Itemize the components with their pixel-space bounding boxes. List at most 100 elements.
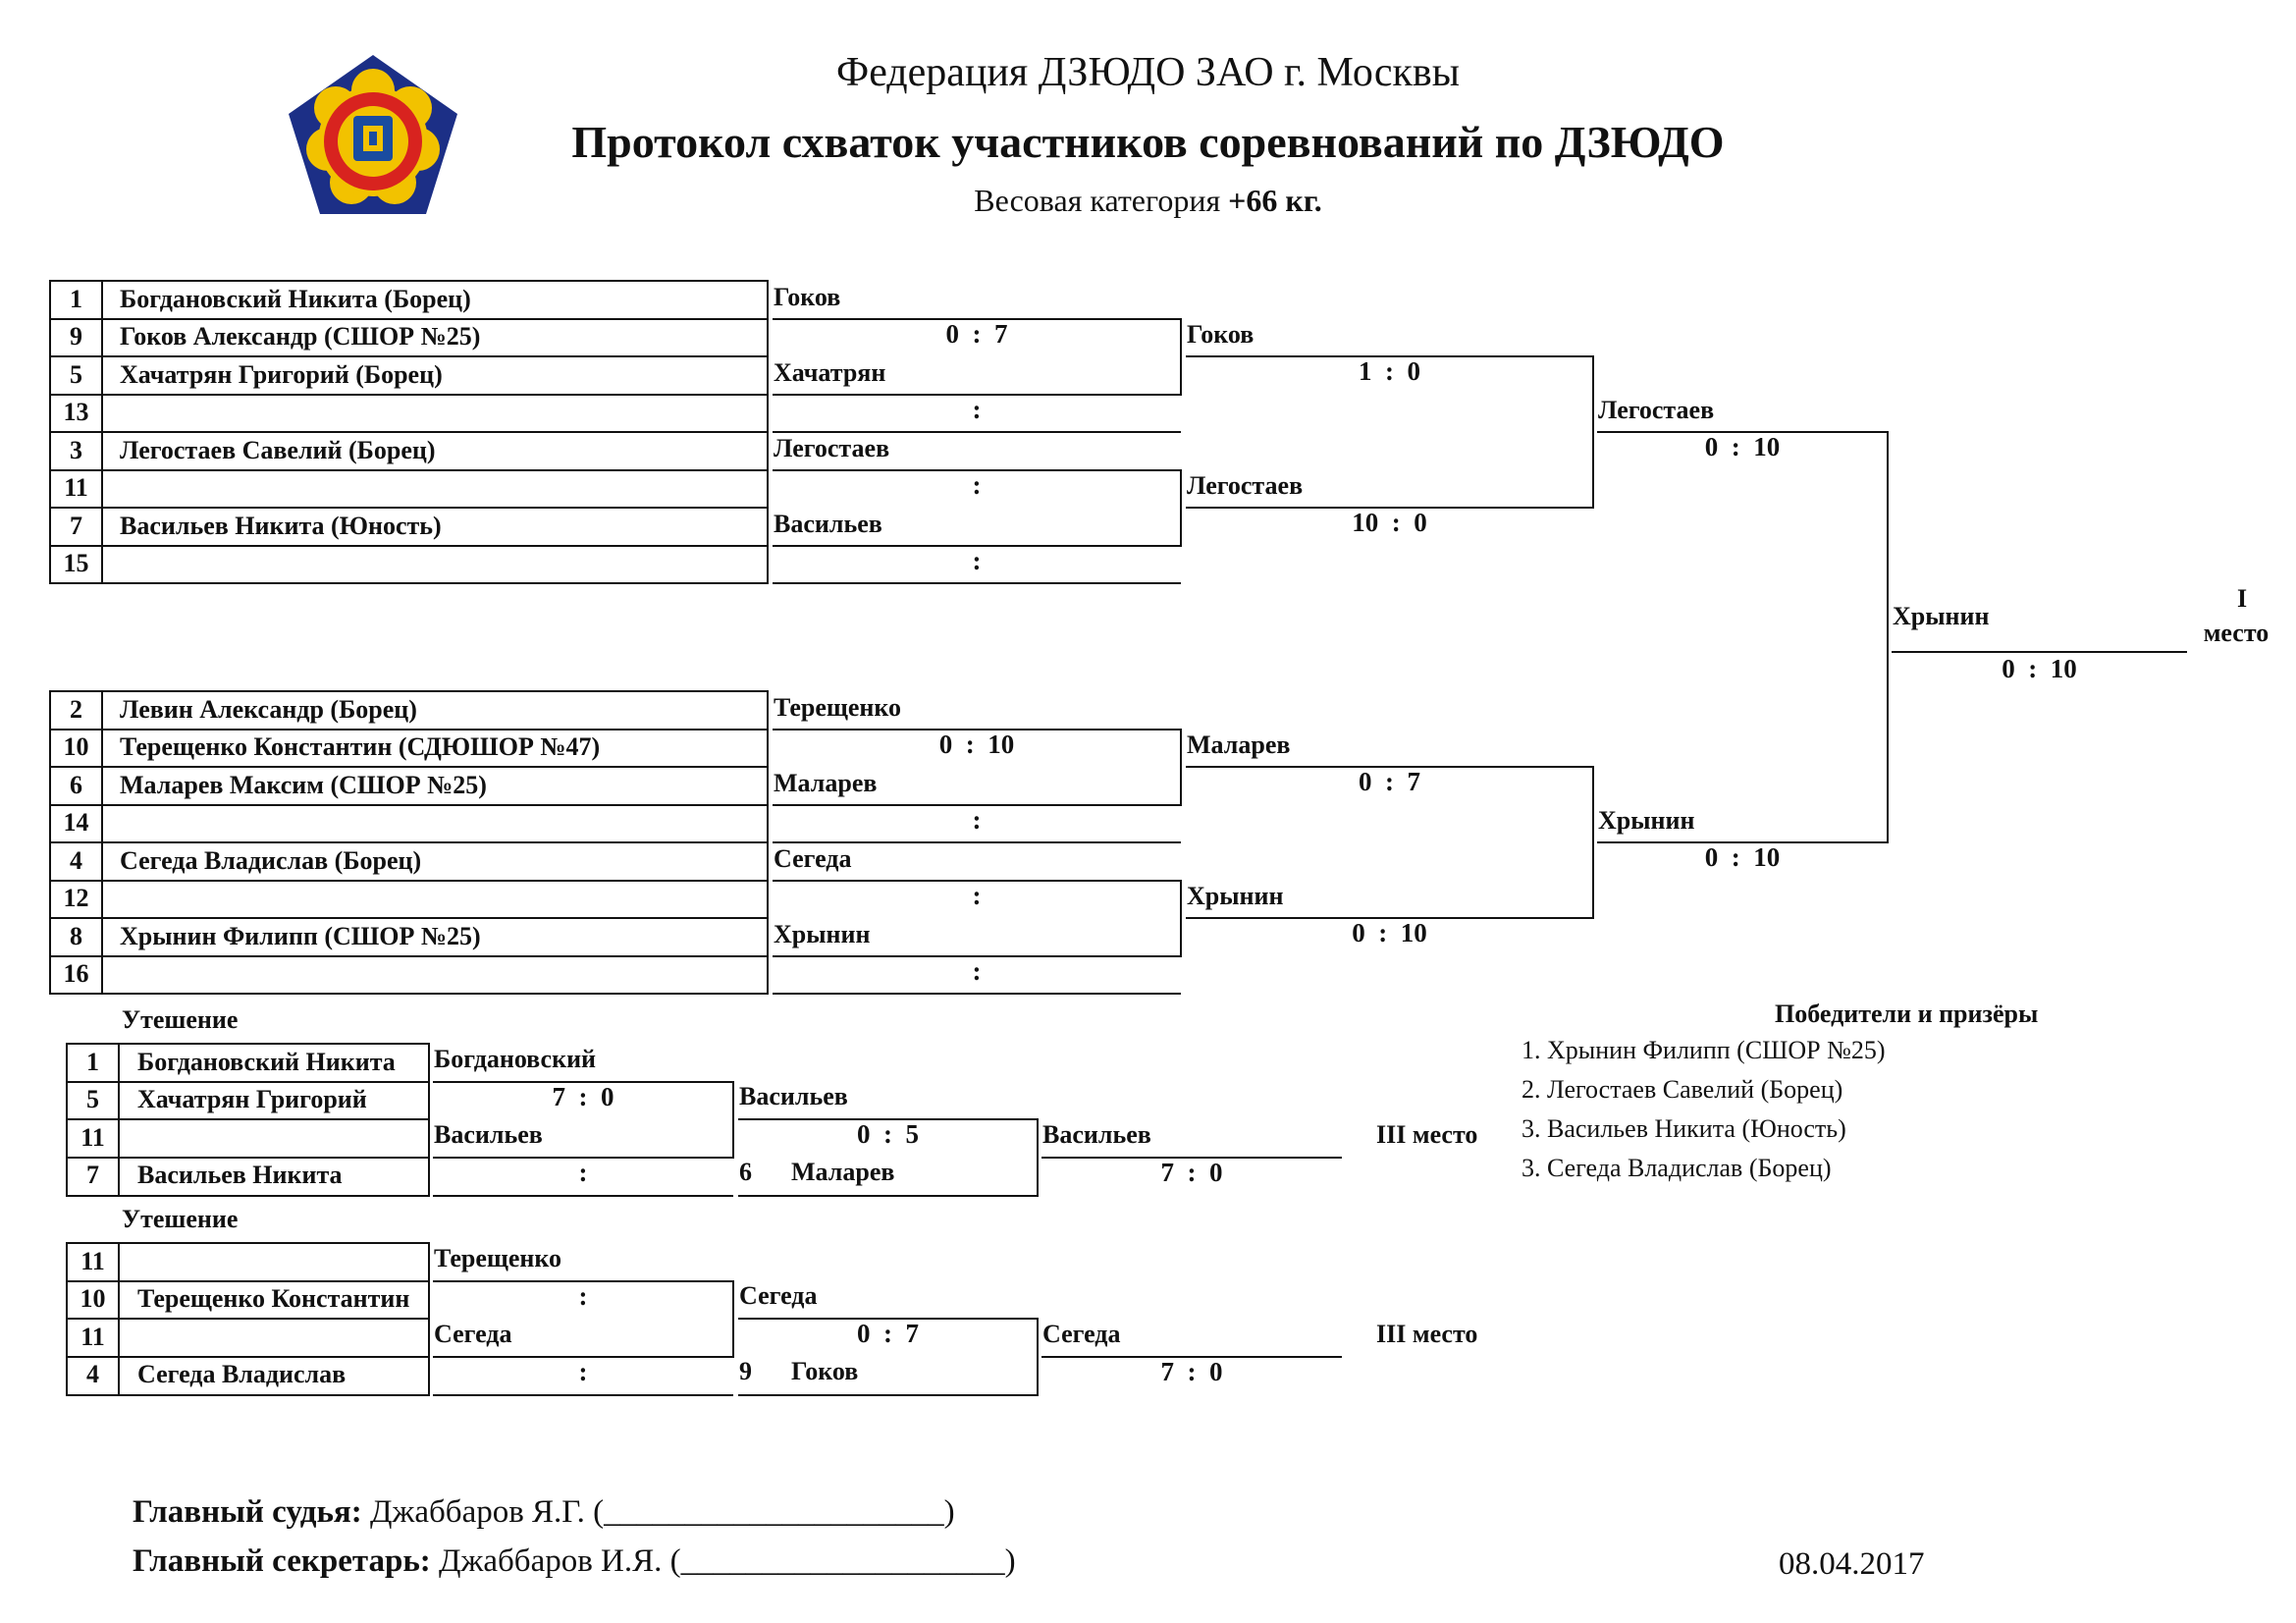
pool-b-r1-score-2: : <box>972 805 982 835</box>
cons-a-r1-winner-1: Богдановский <box>434 1045 597 1073</box>
pool-a-name-1: Богдановский Никита (Борец) <box>120 285 471 313</box>
cons-a-name-1: Богдановский Никита <box>137 1048 396 1076</box>
pool-a-r3-score: 0 : 10 <box>1704 432 1781 461</box>
consolation-a-title: Утешение <box>122 1005 239 1034</box>
pool-a-r1-score-1: 0 : 7 <box>945 319 1008 349</box>
pool-a-r1-score-2: : <box>972 395 982 424</box>
weight-label: Весовая категория <box>974 183 1221 218</box>
chief-secretary-line: Главный секретарь: Джаббаров И.Я. (_____… <box>133 1543 1016 1580</box>
pool-b-r1-score-1: 0 : 10 <box>938 730 1015 759</box>
cons-a-r3-winner: Васильев <box>1042 1120 1151 1149</box>
cons-b-third-place: III место <box>1376 1320 1478 1348</box>
weight-category: Весовая категория +66 кг. <box>0 183 2296 219</box>
pool-a-r2-score-2: 10 : 0 <box>1352 508 1427 537</box>
protocol-date: 08.04.2017 <box>1779 1546 1925 1582</box>
cons-a-r1-winner-2: Васильев <box>434 1120 543 1149</box>
first-place-label: место <box>2203 619 2269 647</box>
winners-title: Победители и призёры <box>1775 1000 2039 1028</box>
cons-b-r3-winner: Сегеда <box>1042 1320 1121 1348</box>
pool-b-name-3: Маларев Максим (СШОР №25) <box>120 771 487 799</box>
winner-3a: 3. Васильев Никита (Юность) <box>1522 1114 1846 1143</box>
pool-a-num-8: 15 <box>63 549 89 577</box>
cons-b-r2-winner: Сегеда <box>739 1281 818 1310</box>
cons-a-r2-score: 0 : 5 <box>857 1119 919 1149</box>
pool-b-r2-winner-1: Маларев <box>1187 730 1291 759</box>
cons-b-r1-score-1: : <box>578 1281 588 1311</box>
pool-b-name-5: Сегеда Владислав (Борец) <box>120 846 422 875</box>
pool-a-r1-winner-2: Хачатрян <box>774 358 886 387</box>
final-winner: Хрынин <box>1893 602 1990 630</box>
pool-b-num-4: 14 <box>63 808 89 837</box>
pool-a-num-3: 5 <box>70 360 82 389</box>
cons-a-r1-score-2: : <box>578 1158 588 1187</box>
weight-value: +66 кг. <box>1228 183 1322 218</box>
cons-a-name-2: Хачатрян Григорий <box>137 1085 367 1113</box>
pool-a-name-2: Гоков Александр (СШОР №25) <box>120 322 481 351</box>
pool-a-r2-winner-1: Гоков <box>1187 320 1255 349</box>
cons-a-num-2: 5 <box>86 1085 99 1113</box>
pool-b-name-7: Хрынин Филипп (СШОР №25) <box>120 922 481 950</box>
winner-1: 1. Хрынин Филипп (СШОР №25) <box>1522 1036 1886 1064</box>
cons-b-r2-score: 0 : 7 <box>857 1319 919 1348</box>
pool-a-num-7: 7 <box>70 512 82 540</box>
cons-b-r3-score: 7 : 0 <box>1160 1357 1223 1386</box>
cons-a-third-place: III место <box>1376 1120 1478 1149</box>
pool-a-r1-winner-1: Гоков <box>774 283 841 311</box>
chief-judge-line: Главный судья: Джаббаров Я.Г. (_________… <box>133 1494 955 1531</box>
chief-secretary-label: Главный секретарь: <box>133 1543 431 1579</box>
cons-a-opponent-num: 6 <box>739 1158 752 1186</box>
cons-a-r2-winner: Васильев <box>739 1082 848 1110</box>
cons-b-r1-score-2: : <box>578 1357 588 1386</box>
cons-a-num-1: 1 <box>86 1048 99 1076</box>
winner-2: 2. Легостаев Савелий (Борец) <box>1522 1075 1843 1104</box>
pool-a-r1-score-3: : <box>972 470 982 500</box>
cons-b-num-1: 11 <box>80 1247 105 1275</box>
cons-a-opponent-name: Маларев <box>791 1158 895 1186</box>
chief-judge-name: Джаббаров Я.Г. (_____________________) <box>370 1494 955 1530</box>
final-score: 0 : 10 <box>2002 654 2077 683</box>
cons-b-num-3: 11 <box>80 1323 105 1351</box>
cons-b-num-4: 4 <box>86 1360 99 1388</box>
cons-a-name-4: Васильев Никита <box>137 1161 343 1189</box>
pool-a-num-5: 3 <box>70 436 82 464</box>
pool-a-name-7: Васильев Никита (Юность) <box>120 512 442 540</box>
cons-b-name-2: Терещенко Константин <box>137 1284 410 1313</box>
cons-a-r3-score: 7 : 0 <box>1160 1158 1223 1187</box>
cons-b-opponent-name: Гоков <box>791 1357 859 1385</box>
cons-b-name-4: Сегеда Владислав <box>137 1360 347 1388</box>
chief-secretary-name: Джаббаров И.Я. (____________________) <box>439 1543 1016 1579</box>
pool-a-r2-score-1: 1 : 0 <box>1359 356 1420 386</box>
pool-b-num-1: 2 <box>70 695 82 724</box>
cons-a-num-4: 7 <box>86 1161 99 1189</box>
pool-b-r1-winner-3: Сегеда <box>774 844 852 873</box>
pool-b-num-6: 12 <box>63 884 89 912</box>
pool-b-r1-winner-2: Маларев <box>774 769 878 797</box>
consolation-b-title: Утешение <box>122 1205 239 1233</box>
pool-b-r1-winner-1: Терещенко <box>774 693 901 722</box>
winner-3b: 3. Сегеда Владислав (Борец) <box>1522 1154 1832 1182</box>
pool-b-name-2: Терещенко Константин (СДЮШОР №47) <box>120 732 601 761</box>
pool-a-num-2: 9 <box>70 322 82 351</box>
pool-a-r1-winner-4: Васильев <box>774 510 882 538</box>
pool-b-r3-score: 0 : 10 <box>1704 842 1781 872</box>
cons-b-num-2: 10 <box>80 1284 106 1313</box>
pool-b-num-8: 16 <box>63 959 89 988</box>
chief-judge-label: Главный судья: <box>133 1494 362 1530</box>
pool-a-name-5: Легостаев Савелий (Борец) <box>120 436 436 464</box>
pool-b-num-3: 6 <box>70 771 82 799</box>
cons-b-opponent-num: 9 <box>739 1357 752 1385</box>
cons-a-num-3: 11 <box>80 1123 105 1152</box>
federation-emblem-icon <box>285 51 461 218</box>
first-place-label-numeral: I <box>2236 584 2248 613</box>
cons-b-r1-winner-2: Сегеда <box>434 1320 512 1348</box>
pool-a-r1-winner-3: Легостаев <box>774 434 890 462</box>
pool-b-r1-winner-4: Хрынин <box>774 920 871 948</box>
pool-a-r1-score-4: : <box>972 546 982 575</box>
pool-b-num-2: 10 <box>63 732 89 761</box>
pool-a-name-3: Хачатрян Григорий (Борец) <box>120 360 443 389</box>
pool-a-num-6: 11 <box>64 473 88 502</box>
pool-b-r1-score-4: : <box>972 956 982 986</box>
page-title: Протокол схваток участников соревнований… <box>571 117 1725 167</box>
pool-b-name-1: Левин Александр (Борец) <box>120 695 417 724</box>
